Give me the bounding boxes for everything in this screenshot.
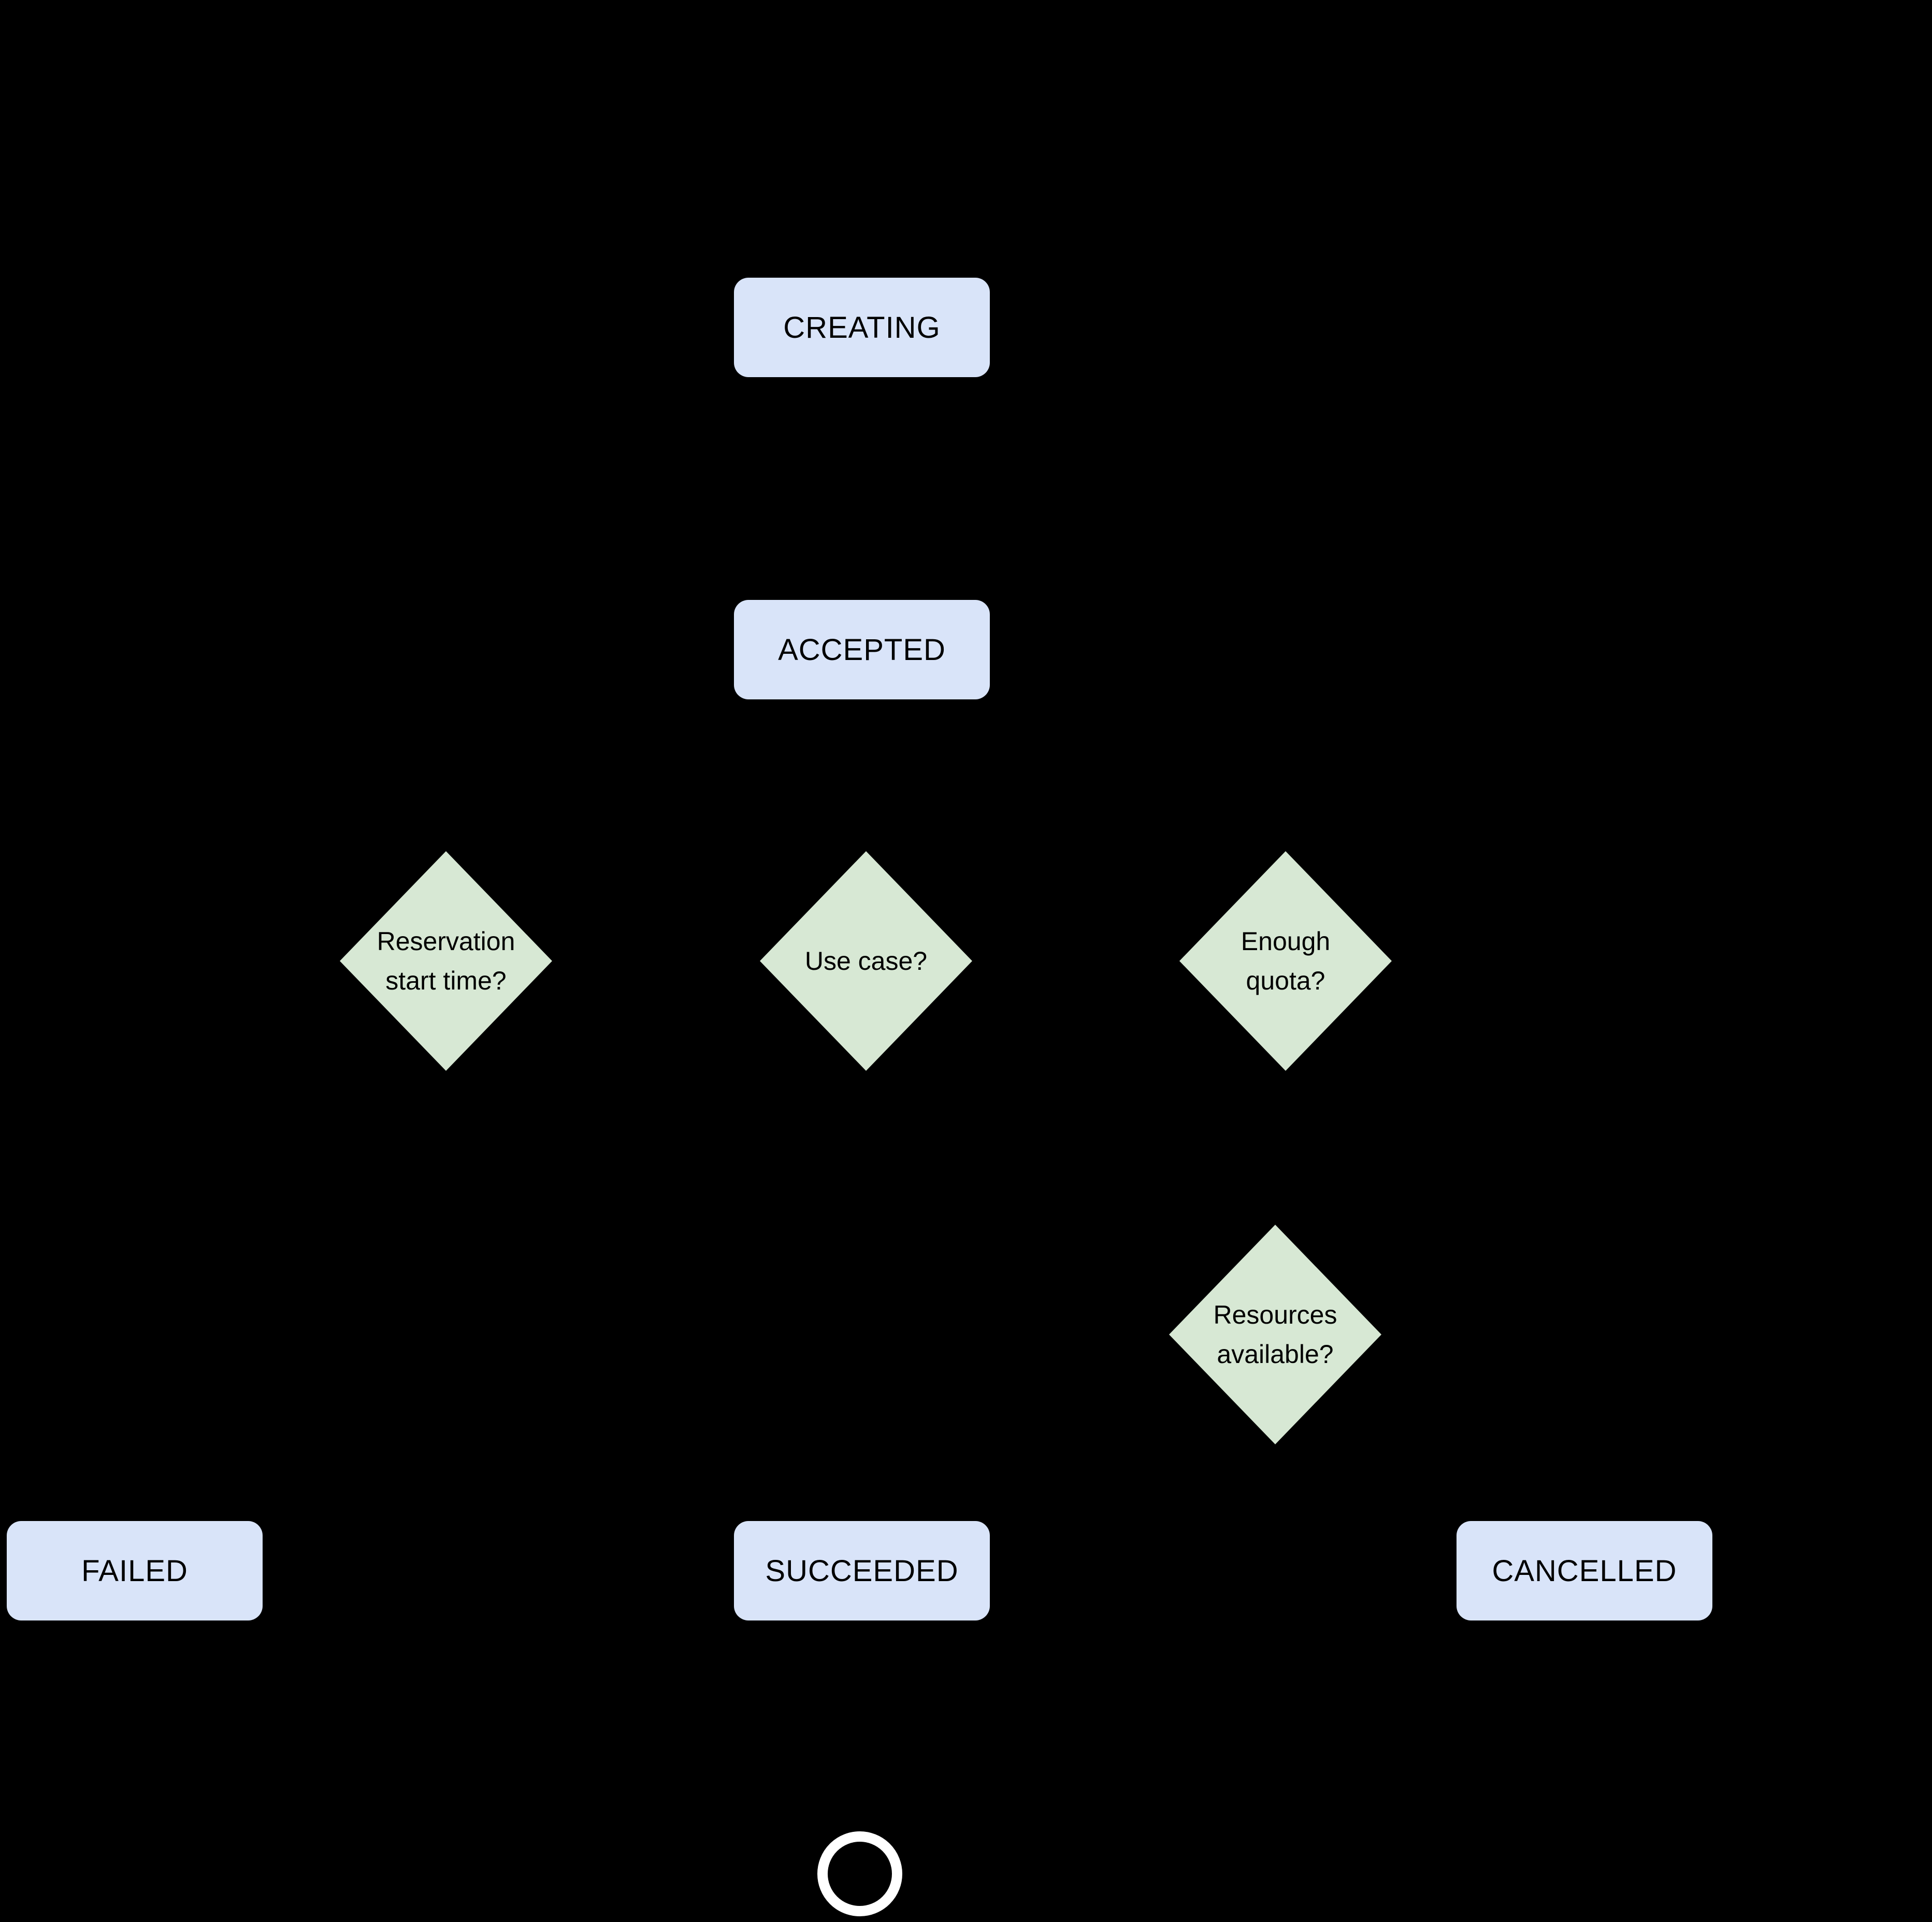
decision-reservation-start-time: Reservation start time? <box>340 851 552 1071</box>
decision-enough-quota-line1: Enough <box>1241 927 1331 956</box>
state-cancelled-label: CANCELLED <box>1492 1554 1677 1588</box>
decision-resources-available-line1: Resources <box>1213 1300 1337 1329</box>
state-creating-label: CREATING <box>783 310 941 345</box>
decision-resources-available: Resources available? <box>1169 1225 1381 1444</box>
decision-resources-available-line2: available? <box>1217 1340 1334 1369</box>
state-failed-label: FAILED <box>81 1554 188 1588</box>
state-accepted: ACCEPTED <box>734 600 990 699</box>
decision-enough-quota-line2: quota? <box>1246 966 1325 995</box>
state-accepted-label: ACCEPTED <box>778 633 946 667</box>
state-succeeded-label: SUCCEEDED <box>765 1554 959 1588</box>
state-failed: FAILED <box>7 1521 263 1620</box>
state-creating: CREATING <box>734 278 990 377</box>
final-state-icon <box>817 1831 902 1916</box>
decision-reservation-start-time-line1: Reservation <box>377 927 515 956</box>
decision-use-case-line1: Use case? <box>804 946 928 976</box>
state-succeeded: SUCCEEDED <box>734 1521 990 1620</box>
decision-reservation-start-time-line2: start time? <box>385 966 507 995</box>
state-cancelled: CANCELLED <box>1457 1521 1712 1620</box>
decision-use-case: Use case? <box>760 851 972 1071</box>
decision-enough-quota: Enough quota? <box>1179 851 1392 1071</box>
